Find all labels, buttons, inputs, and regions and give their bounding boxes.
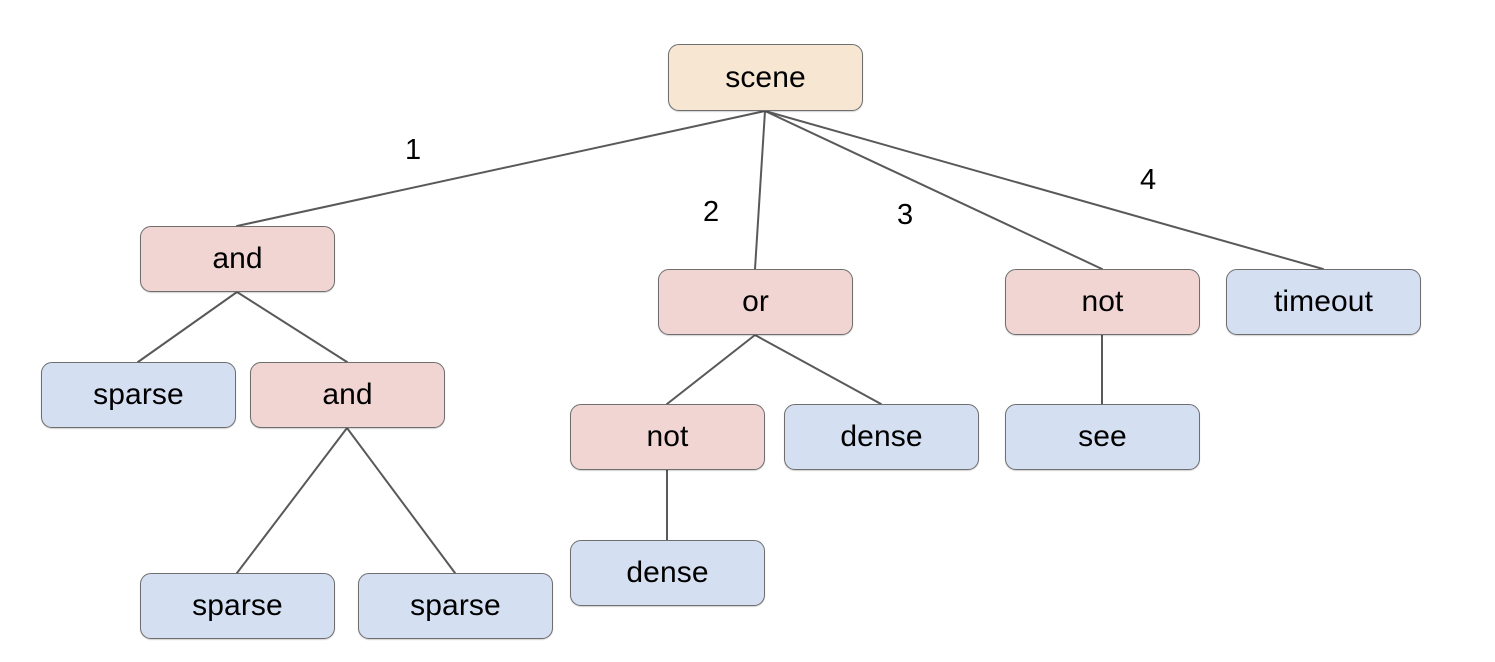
edge-and2-to-sparse2 [236, 427, 348, 574]
edge-label-3: 3 [897, 199, 914, 231]
node-label-scene: scene [725, 60, 806, 94]
edge-scene-to-or1 [754, 110, 766, 270]
edge-or1-to-dense1 [754, 334, 882, 405]
node-label-see1: see [1078, 420, 1127, 453]
node-label-not1: not [646, 420, 689, 453]
node-label-not2: not [1081, 285, 1124, 318]
edge-and1-to-and2 [236, 291, 348, 363]
node-sparse1[interactable]: sparse [41, 362, 236, 428]
node-and2[interactable]: and [250, 362, 445, 428]
node-label-sparse1: sparse [93, 378, 184, 411]
edge-label-1: 1 [405, 134, 422, 166]
node-sparse3[interactable]: sparse [358, 573, 553, 639]
node-label-timeout1: timeout [1273, 285, 1374, 318]
node-timeout1[interactable]: timeout [1226, 269, 1421, 335]
node-label-and1: and [212, 242, 263, 275]
node-dense1[interactable]: dense [784, 404, 979, 470]
edge-and1-to-sparse1 [137, 291, 238, 363]
node-label-sparse3: sparse [410, 589, 501, 622]
node-or1[interactable]: or [658, 269, 853, 335]
edge-label-2: 2 [703, 196, 720, 228]
node-not1[interactable]: not [570, 404, 765, 470]
edge-scene-to-timeout1 [764, 110, 1324, 270]
node-label-dense1: dense [840, 420, 923, 453]
edge-label-4: 4 [1140, 164, 1157, 196]
edge-and2-to-sparse3 [346, 427, 456, 574]
node-sparse2[interactable]: sparse [140, 573, 335, 639]
edge-scene-to-and1 [236, 110, 766, 227]
node-scene[interactable]: scene [668, 44, 863, 111]
edge-or1-to-not1 [666, 334, 756, 405]
node-not2[interactable]: not [1005, 269, 1200, 335]
edge-scene-to-not2 [764, 110, 1103, 270]
node-dense2[interactable]: dense [570, 540, 765, 606]
node-and1[interactable]: and [140, 226, 335, 292]
node-label-or1: or [742, 285, 769, 318]
node-label-and2: and [322, 378, 373, 411]
node-label-dense2: dense [626, 556, 709, 589]
node-label-sparse2: sparse [192, 589, 283, 622]
node-see1[interactable]: see [1005, 404, 1200, 470]
